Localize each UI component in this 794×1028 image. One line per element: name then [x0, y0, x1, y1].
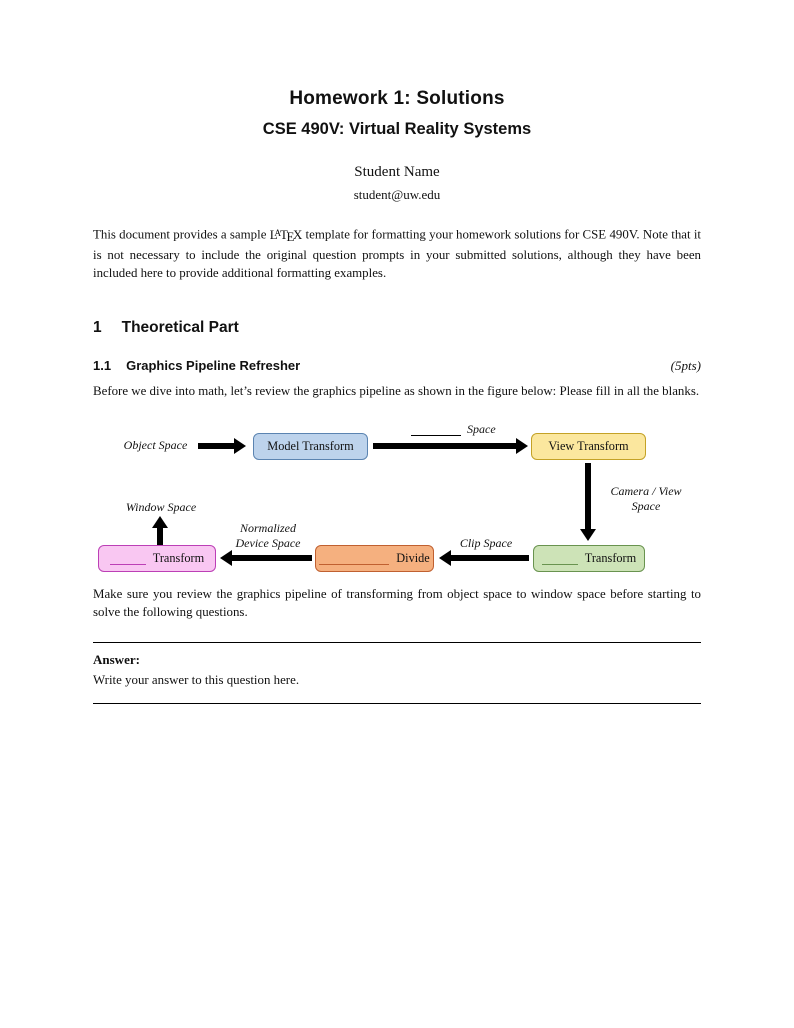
arrow-shaft — [232, 555, 312, 561]
fill-in-blank — [109, 563, 146, 565]
paragraph-after-figure: Make sure you review the graphics pipeli… — [93, 587, 701, 619]
arrow-model-to-view — [373, 438, 528, 454]
latex-logo: LATEX — [269, 227, 303, 245]
object-space-label: Object Space — [123, 438, 188, 452]
text-column: Homework 1: Solutions CSE 490V: Virtual … — [93, 0, 701, 1028]
intro-text-post: template for formatting your homework so… — [93, 227, 701, 280]
space-word: Space — [467, 422, 496, 436]
view-transform-label: View Transform — [548, 439, 629, 453]
subsection-number: 1.1 — [93, 358, 112, 373]
graphics-pipeline-figure: Object Space Model Transform Space View … — [93, 418, 701, 586]
window-space-label: Window Space — [125, 500, 197, 514]
model-transform-box: Model Transform — [253, 433, 368, 460]
section-number: 1 — [93, 319, 102, 336]
camera-transform-label: Transform — [584, 551, 637, 565]
subsection-title: Graphics Pipeline Refresher — [126, 358, 301, 373]
camera-transform-box: Transform — [533, 545, 645, 572]
arrow-shaft — [451, 555, 529, 561]
camera-view-space-label: Camera / View Space — [610, 484, 682, 513]
arrow-head-down-icon — [580, 529, 596, 541]
doc-title: Homework 1: Solutions — [289, 88, 505, 109]
intro-text-pre: This document provides a sample — [93, 227, 270, 242]
fill-in-blank — [411, 434, 461, 436]
arrow-head-left-icon — [220, 550, 232, 566]
answer-text: Write your answer to this question here. — [93, 673, 300, 687]
arrow-head-left-icon — [439, 550, 451, 566]
author-name: Student Name — [354, 164, 440, 180]
arrow-shaft — [585, 463, 591, 529]
arrow-camera-to-divide — [439, 550, 529, 566]
world-space-blank-label: Space — [411, 422, 496, 437]
view-transform-box: View Transform — [531, 433, 646, 460]
arrow-shaft — [198, 443, 234, 449]
model-transform-label: Model Transform — [267, 439, 354, 453]
arrow-view-to-camera — [580, 463, 596, 541]
arrow-head-up-icon — [152, 516, 168, 528]
arrow-divide-to-window — [220, 550, 312, 566]
fill-in-blank — [319, 563, 390, 565]
answer-rule-bottom — [93, 703, 701, 704]
normalized-device-space-label: Normalized Device Space — [235, 521, 301, 550]
intro-paragraph: This document provides a sample LATEX te… — [93, 226, 701, 282]
clip-space-label: Clip Space — [459, 536, 513, 550]
arrow-shaft — [373, 443, 516, 449]
arrow-object-to-model — [198, 438, 246, 454]
arrow-window-up — [152, 516, 168, 545]
section-heading: 1 Theoretical Part — [93, 319, 701, 337]
paragraph-before-figure: Before we dive into math, let’s review t… — [93, 384, 700, 398]
subsection-left: 1.1 Graphics Pipeline Refresher — [93, 358, 300, 373]
arrow-head-right-icon — [234, 438, 246, 454]
arrow-head-right-icon — [516, 438, 528, 454]
subsection-points: (5pts) — [670, 358, 701, 373]
window-transform-label: Transform — [152, 551, 205, 565]
window-transform-box: Transform — [98, 545, 216, 572]
section-title: Theoretical Part — [121, 319, 239, 336]
answer-label: Answer: — [93, 652, 140, 667]
divide-label: Divide — [396, 551, 430, 565]
perspective-divide-box: Divide — [315, 545, 434, 572]
doc-subtitle: CSE 490V: Virtual Reality Systems — [262, 120, 532, 138]
arrow-shaft — [157, 528, 163, 545]
fill-in-blank — [541, 563, 578, 565]
answer-rule-top — [93, 642, 701, 643]
subsection-heading: 1.1 Graphics Pipeline Refresher (5pts) — [93, 358, 701, 374]
author-email: student@uw.edu — [353, 187, 441, 202]
